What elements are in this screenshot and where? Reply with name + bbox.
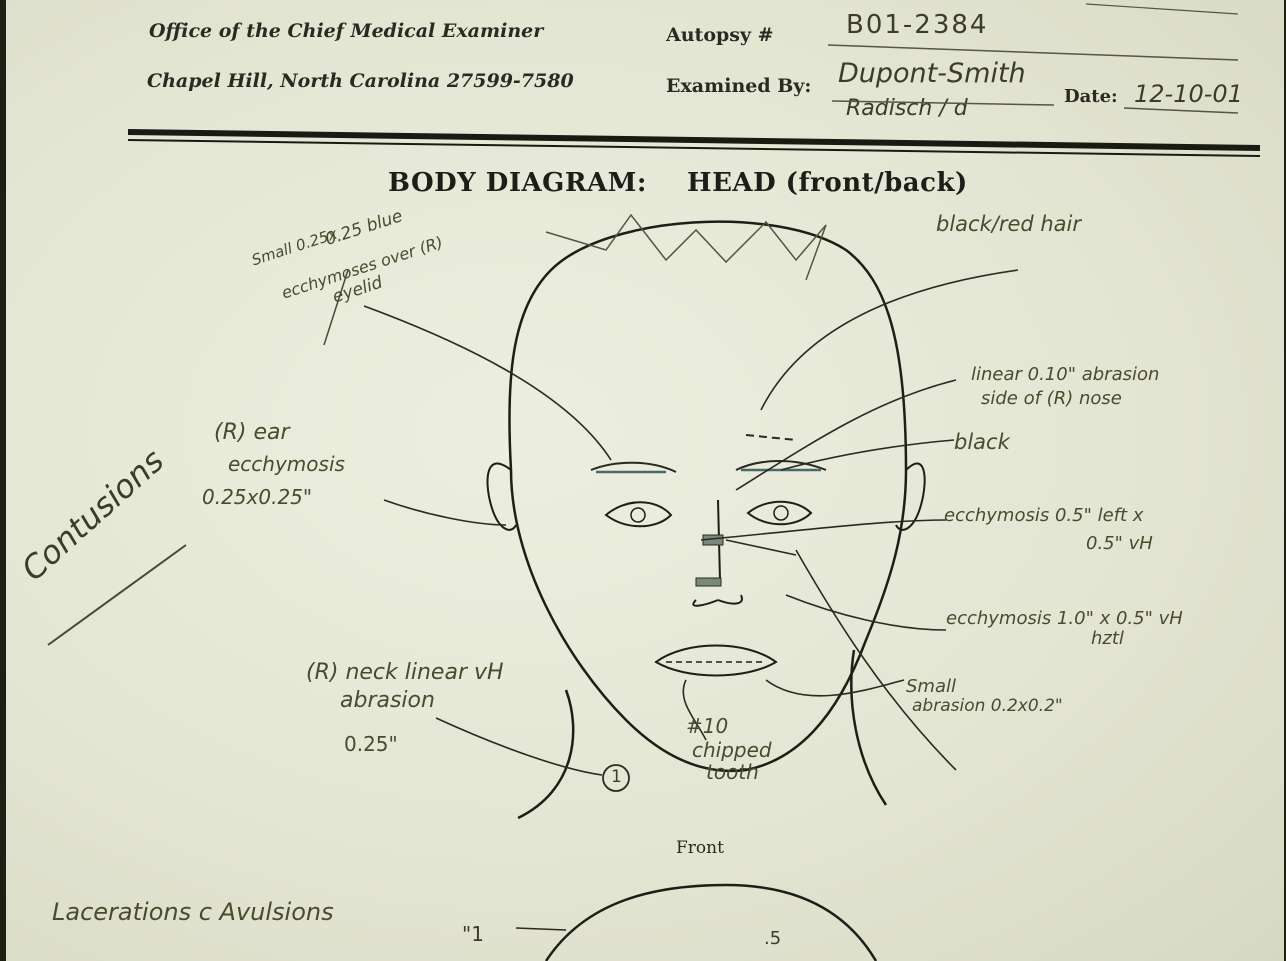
neck-note-2: abrasion [340, 688, 435, 713]
neck-note-3: 0.25" [344, 732, 398, 756]
nose [693, 500, 742, 606]
autopsy-form-page: Office of the Chief Medical Examiner Cha… [6, 0, 1284, 961]
nose-linear-note-1: linear 0.10" abrasion [971, 364, 1159, 385]
ear-note-2: ecchymosis [228, 452, 345, 476]
abrasion-note-2: abrasion 0.2x0.2" [912, 696, 1063, 716]
date-underline [1124, 108, 1238, 113]
ecchymosis-1-leader [701, 520, 946, 540]
ecchymosis-1-note-a: ecchymosis 0.5" left x [944, 505, 1143, 526]
ecchymosis-2-leader [786, 595, 946, 630]
back-head-outline [546, 885, 876, 961]
neck-note-1: (R) neck linear vH [306, 660, 504, 685]
nose-linear-note-2: side of (R) nose [981, 388, 1122, 409]
abrasion-note-1: Small [906, 676, 956, 697]
ep-mark [726, 540, 796, 555]
right-pupil [631, 508, 645, 522]
ear-note-1: (R) ear [214, 420, 290, 445]
ear-leader [384, 500, 506, 525]
ecchymosis-2-note-b: hztl [1091, 628, 1124, 649]
front-view-label: Front [676, 838, 724, 858]
marker-1-label: 1 [611, 767, 622, 787]
right-eyebrow [591, 463, 676, 472]
black-note: black [954, 430, 1010, 454]
header-divider [128, 132, 1260, 148]
left-pupil [774, 506, 788, 520]
tooth-note-1: #10 [686, 714, 728, 738]
ecchymosis-1-note-b: 0.5" vH [1086, 533, 1153, 554]
measure-note-2: .5 [764, 928, 781, 949]
hair-leader [761, 270, 1018, 410]
forehead-mark [746, 435, 796, 440]
hair-scribble [546, 215, 826, 280]
left-eye [748, 502, 811, 525]
abrasion-leader-2 [796, 550, 956, 770]
ecchymosis-2-note-a: ecchymosis 1.0" x 0.5" vH [946, 608, 1183, 629]
measure-note-1: "1 [462, 922, 484, 946]
abrasion-leader [766, 680, 904, 696]
neck-left [851, 650, 886, 805]
measure-leader [516, 928, 566, 930]
examined-underline [832, 101, 1054, 105]
hair-note: black/red hair [936, 212, 1081, 236]
nose-mark-2 [696, 578, 721, 586]
head-diagram [6, 0, 1284, 961]
eyelid-leader [364, 306, 611, 460]
autopsy-underline [828, 45, 1238, 60]
ear-note-3: 0.25x0.25" [202, 485, 312, 509]
top-rule [1086, 4, 1238, 14]
mouth [656, 646, 776, 676]
black-leader [781, 440, 954, 470]
lacerations-label: Lacerations c Avulsions [52, 898, 334, 926]
head-outline [509, 222, 906, 470]
neck-leader [436, 718, 602, 775]
tooth-note-2: chipped [692, 738, 772, 762]
tooth-note-3: tooth [706, 760, 759, 784]
